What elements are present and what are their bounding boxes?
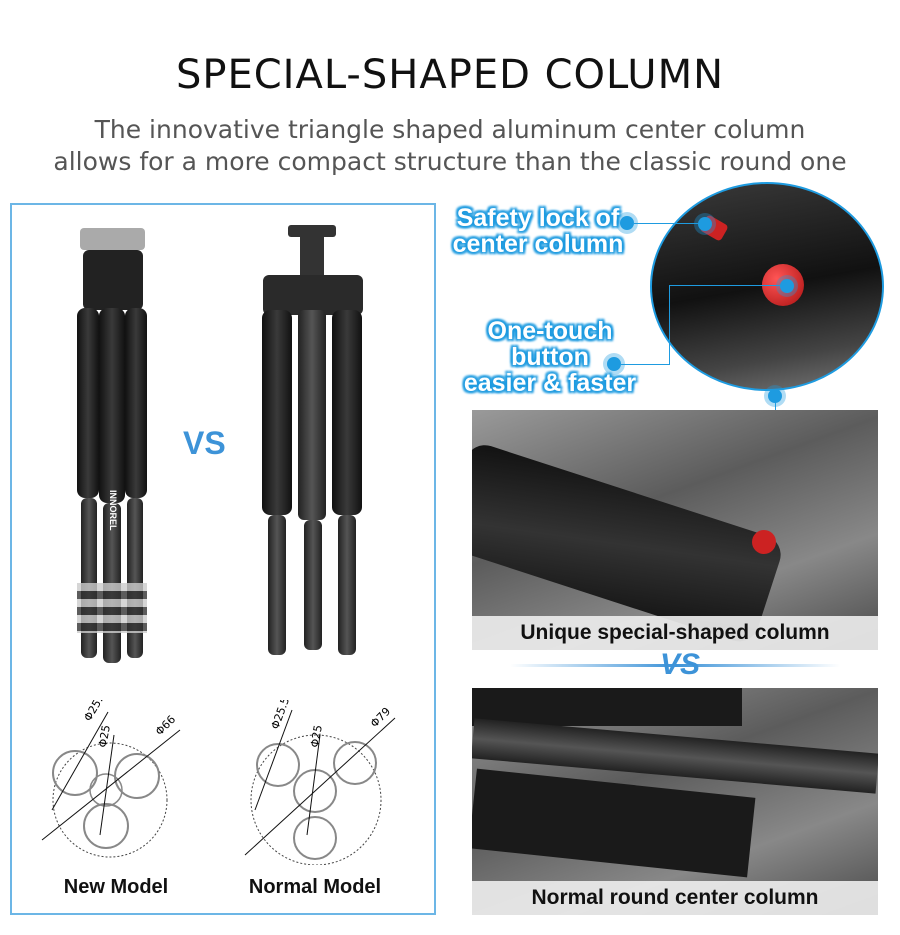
special-column-photo: Unique special-shaped column (472, 410, 878, 650)
callout-lock-line-1: Safety lock of (456, 204, 620, 232)
new-model-tube-dim: Φ25.5 (81, 700, 109, 724)
new-model-label: New Model (63, 876, 169, 898)
vs-divider (510, 664, 840, 667)
callout-button-line-1: One-touch (487, 317, 613, 345)
new-model-column-dim: Φ25 (96, 724, 113, 749)
callout-lock-line-2: center column (452, 230, 624, 258)
normal-model-tube-dim: Φ25.5 (269, 700, 293, 731)
subtitle-line-1: The innovative triangle shaped aluminum … (94, 115, 806, 144)
normal-model-label: Normal Model (248, 876, 382, 898)
callout-dot (620, 216, 634, 230)
subtitle-line-2: allows for a more compact structure than… (53, 147, 847, 176)
callout-line (669, 285, 670, 365)
callout-button-line-2: button (511, 343, 589, 371)
photo2-caption: Normal round center column (472, 881, 878, 915)
normal-model-diagram (244, 709, 396, 865)
brand-logo-text: INNOREL (108, 490, 118, 531)
callout-button-line-3: easier & faster (463, 369, 637, 397)
normal-model-tripod-image (258, 225, 368, 670)
normal-model-column-dim: Φ25 (308, 724, 325, 749)
new-model-tripod-image: INNOREL (75, 228, 150, 668)
photo1-caption: Unique special-shaped column (472, 616, 878, 650)
callout-dot (780, 279, 794, 293)
model-comparison-panel (10, 203, 436, 915)
callout-line (634, 223, 704, 224)
callout-dot (607, 357, 621, 371)
callout-line (621, 364, 670, 365)
new-model-diagram (41, 711, 181, 858)
cross-section-diagrams: Φ25.5 Φ25 Φ66 Φ25.5 Φ25 Φ79 (41, 700, 396, 865)
callout-line (669, 285, 784, 286)
page-title: SPECIAL-SHAPED COLUMN (175, 52, 725, 98)
round-column-photo: Normal round center column (472, 688, 878, 915)
zoom-detail-circle (650, 182, 884, 391)
vs-label: VS (183, 425, 226, 461)
normal-model-overall-dim: Φ79 (368, 705, 393, 730)
vs-label-2: VS (660, 648, 701, 681)
callout-dot (698, 217, 712, 231)
